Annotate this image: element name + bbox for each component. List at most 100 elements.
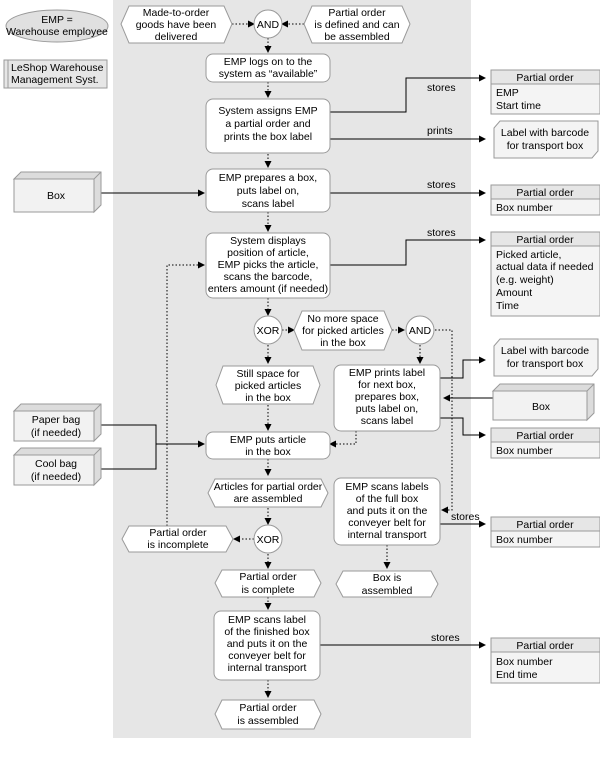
svg-text:(if needed): (if needed) xyxy=(31,427,81,439)
legend-emp-line2: Warehouse employee xyxy=(6,26,108,38)
svg-text:XOR: XOR xyxy=(257,325,280,337)
svg-text:conveyer belt for: conveyer belt for xyxy=(228,650,306,662)
material-box-right: Box xyxy=(491,383,595,422)
svg-text:picked articles: picked articles xyxy=(235,380,302,392)
svg-text:delivered: delivered xyxy=(155,31,198,43)
svg-text:System displays: System displays xyxy=(230,235,306,247)
svg-text:EMP picks the article,: EMP picks the article, xyxy=(218,259,319,271)
svg-text:EMP prepares a box,: EMP prepares a box, xyxy=(219,172,317,184)
info-partial-order-emp: Partial order EMP Start time xyxy=(490,69,600,115)
info-picked-article: Partial order Picked article, actual dat… xyxy=(490,231,600,317)
event-partial-order-defined: Partial order is defined and can be asse… xyxy=(303,5,411,44)
svg-text:EMP: EMP xyxy=(496,87,519,99)
svg-text:of the finished box: of the finished box xyxy=(224,626,310,638)
svg-text:Label with barcode: Label with barcode xyxy=(501,345,589,357)
svg-text:AND: AND xyxy=(257,19,280,31)
event-made-to-order-delivered: Made-to-order goods have been delivered xyxy=(120,5,233,44)
svg-text:AND: AND xyxy=(409,325,432,337)
svg-text:in the box: in the box xyxy=(320,337,366,349)
info-partial-order-end-time: Partial order Box number End time xyxy=(490,637,600,684)
event-box-assembled: Box is assembled xyxy=(335,570,439,598)
function-emp-scans-finished-box: EMP scans label of the finished box and … xyxy=(213,610,321,681)
svg-text:Partial order: Partial order xyxy=(328,7,386,19)
svg-text:Partial order: Partial order xyxy=(239,571,297,583)
svg-text:(e.g. weight): (e.g. weight) xyxy=(496,274,554,286)
svg-text:Box number: Box number xyxy=(496,534,553,546)
svg-text:a partial order and: a partial order and xyxy=(225,118,310,130)
stores-label-5: stores xyxy=(431,632,460,644)
svg-text:in the box: in the box xyxy=(245,392,291,404)
info-partial-order-box-number-1: Partial order Box number xyxy=(490,184,600,216)
svg-text:is assembled: is assembled xyxy=(237,715,298,727)
svg-text:goods have been: goods have been xyxy=(136,19,217,31)
svg-text:internal transport: internal transport xyxy=(348,529,427,541)
svg-text:Box: Box xyxy=(47,190,66,202)
svg-text:Articles for partial order: Articles for partial order xyxy=(214,481,323,493)
document-label-barcode-2: Label with barcode for transport box xyxy=(493,338,599,377)
data-flow-edges xyxy=(101,74,493,649)
svg-text:Partial order: Partial order xyxy=(516,430,574,442)
svg-text:Box number: Box number xyxy=(496,202,553,214)
event-partial-order-assembled: Partial order is assembled xyxy=(214,699,322,730)
svg-text:End time: End time xyxy=(496,669,538,681)
svg-text:is incomplete: is incomplete xyxy=(147,539,208,551)
svg-text:Partial order: Partial order xyxy=(239,702,297,714)
svg-text:assembled: assembled xyxy=(362,585,413,597)
legend-emp-line1: EMP = xyxy=(41,14,73,26)
material-box-left: Box xyxy=(12,171,102,214)
stores-label-1: stores xyxy=(427,82,456,94)
svg-text:scans the barcode,: scans the barcode, xyxy=(224,271,313,283)
svg-text:EMP prints label: EMP prints label xyxy=(349,367,425,379)
legend-system-line1: LeShop Warehouse xyxy=(11,62,104,74)
svg-text:puts label on,: puts label on, xyxy=(356,403,418,415)
event-still-space: Still space for picked articles in the b… xyxy=(215,365,321,405)
svg-text:Made-to-order: Made-to-order xyxy=(143,7,210,19)
legend-system: LeShop Warehouse Management Syst. xyxy=(3,59,108,89)
event-no-more-space: No more space for picked articles in the… xyxy=(293,310,393,351)
material-cool-bag: Cool bag (if needed) xyxy=(12,447,102,487)
svg-text:are assembled: are assembled xyxy=(234,493,303,505)
svg-text:in the box: in the box xyxy=(245,446,291,458)
svg-text:Partial order: Partial order xyxy=(516,72,574,84)
svg-text:EMP scans labels: EMP scans labels xyxy=(345,481,428,493)
svg-text:Amount: Amount xyxy=(496,287,532,299)
event-articles-assembled: Articles for partial order are assembled xyxy=(207,478,329,508)
svg-text:prints the box label: prints the box label xyxy=(224,131,312,143)
svg-text:Still space for: Still space for xyxy=(236,368,300,380)
svg-text:Box number: Box number xyxy=(496,656,553,668)
svg-text:EMP logs on to the: EMP logs on to the xyxy=(224,56,313,68)
svg-text:for transport box: for transport box xyxy=(507,358,584,370)
svg-text:EMP puts article: EMP puts article xyxy=(230,434,306,446)
svg-text:Picked article,: Picked article, xyxy=(496,249,561,261)
material-paper-bag: Paper bag (if needed) xyxy=(12,403,102,443)
control-flow-edges xyxy=(166,20,453,698)
function-emp-prints-next-label: EMP prints label for next box, prepares … xyxy=(333,364,441,432)
svg-text:and puts it on the: and puts it on the xyxy=(347,505,428,517)
and-connector-1: AND xyxy=(253,9,283,39)
svg-text:position of article,: position of article, xyxy=(227,247,309,259)
svg-text:and puts it on the: and puts it on the xyxy=(227,638,308,650)
svg-text:internal transport: internal transport xyxy=(228,662,307,674)
function-emp-puts-article: EMP puts article in the box xyxy=(205,431,331,460)
svg-text:conveyer belt for: conveyer belt for xyxy=(348,517,426,529)
svg-text:scans label: scans label xyxy=(361,415,414,427)
svg-text:Cool bag: Cool bag xyxy=(35,458,77,470)
xor-connector-2: XOR xyxy=(253,524,283,554)
document-label-barcode-1: Label with barcode for transport box xyxy=(493,120,599,159)
stores-label-4: stores xyxy=(451,511,480,523)
svg-text:puts label on,: puts label on, xyxy=(237,185,299,197)
function-emp-logs-on: EMP logs on to the system as “available” xyxy=(205,53,331,83)
svg-text:Partial order: Partial order xyxy=(516,519,574,531)
svg-text:for picked articles: for picked articles xyxy=(302,325,384,337)
function-emp-prepares-box: EMP prepares a box, puts label on, scans… xyxy=(205,168,331,213)
stores-label-2: stores xyxy=(427,179,456,191)
svg-text:Box is: Box is xyxy=(373,572,402,584)
svg-text:enters amount (if needed): enters amount (if needed) xyxy=(208,283,328,295)
svg-text:Box number: Box number xyxy=(496,445,553,457)
svg-text:for next box,: for next box, xyxy=(358,379,416,391)
svg-text:EMP scans label: EMP scans label xyxy=(228,614,306,626)
svg-text:XOR: XOR xyxy=(257,534,280,546)
svg-text:be assembled: be assembled xyxy=(324,31,390,43)
event-partial-order-incomplete: Partial order is incomplete xyxy=(121,525,234,553)
